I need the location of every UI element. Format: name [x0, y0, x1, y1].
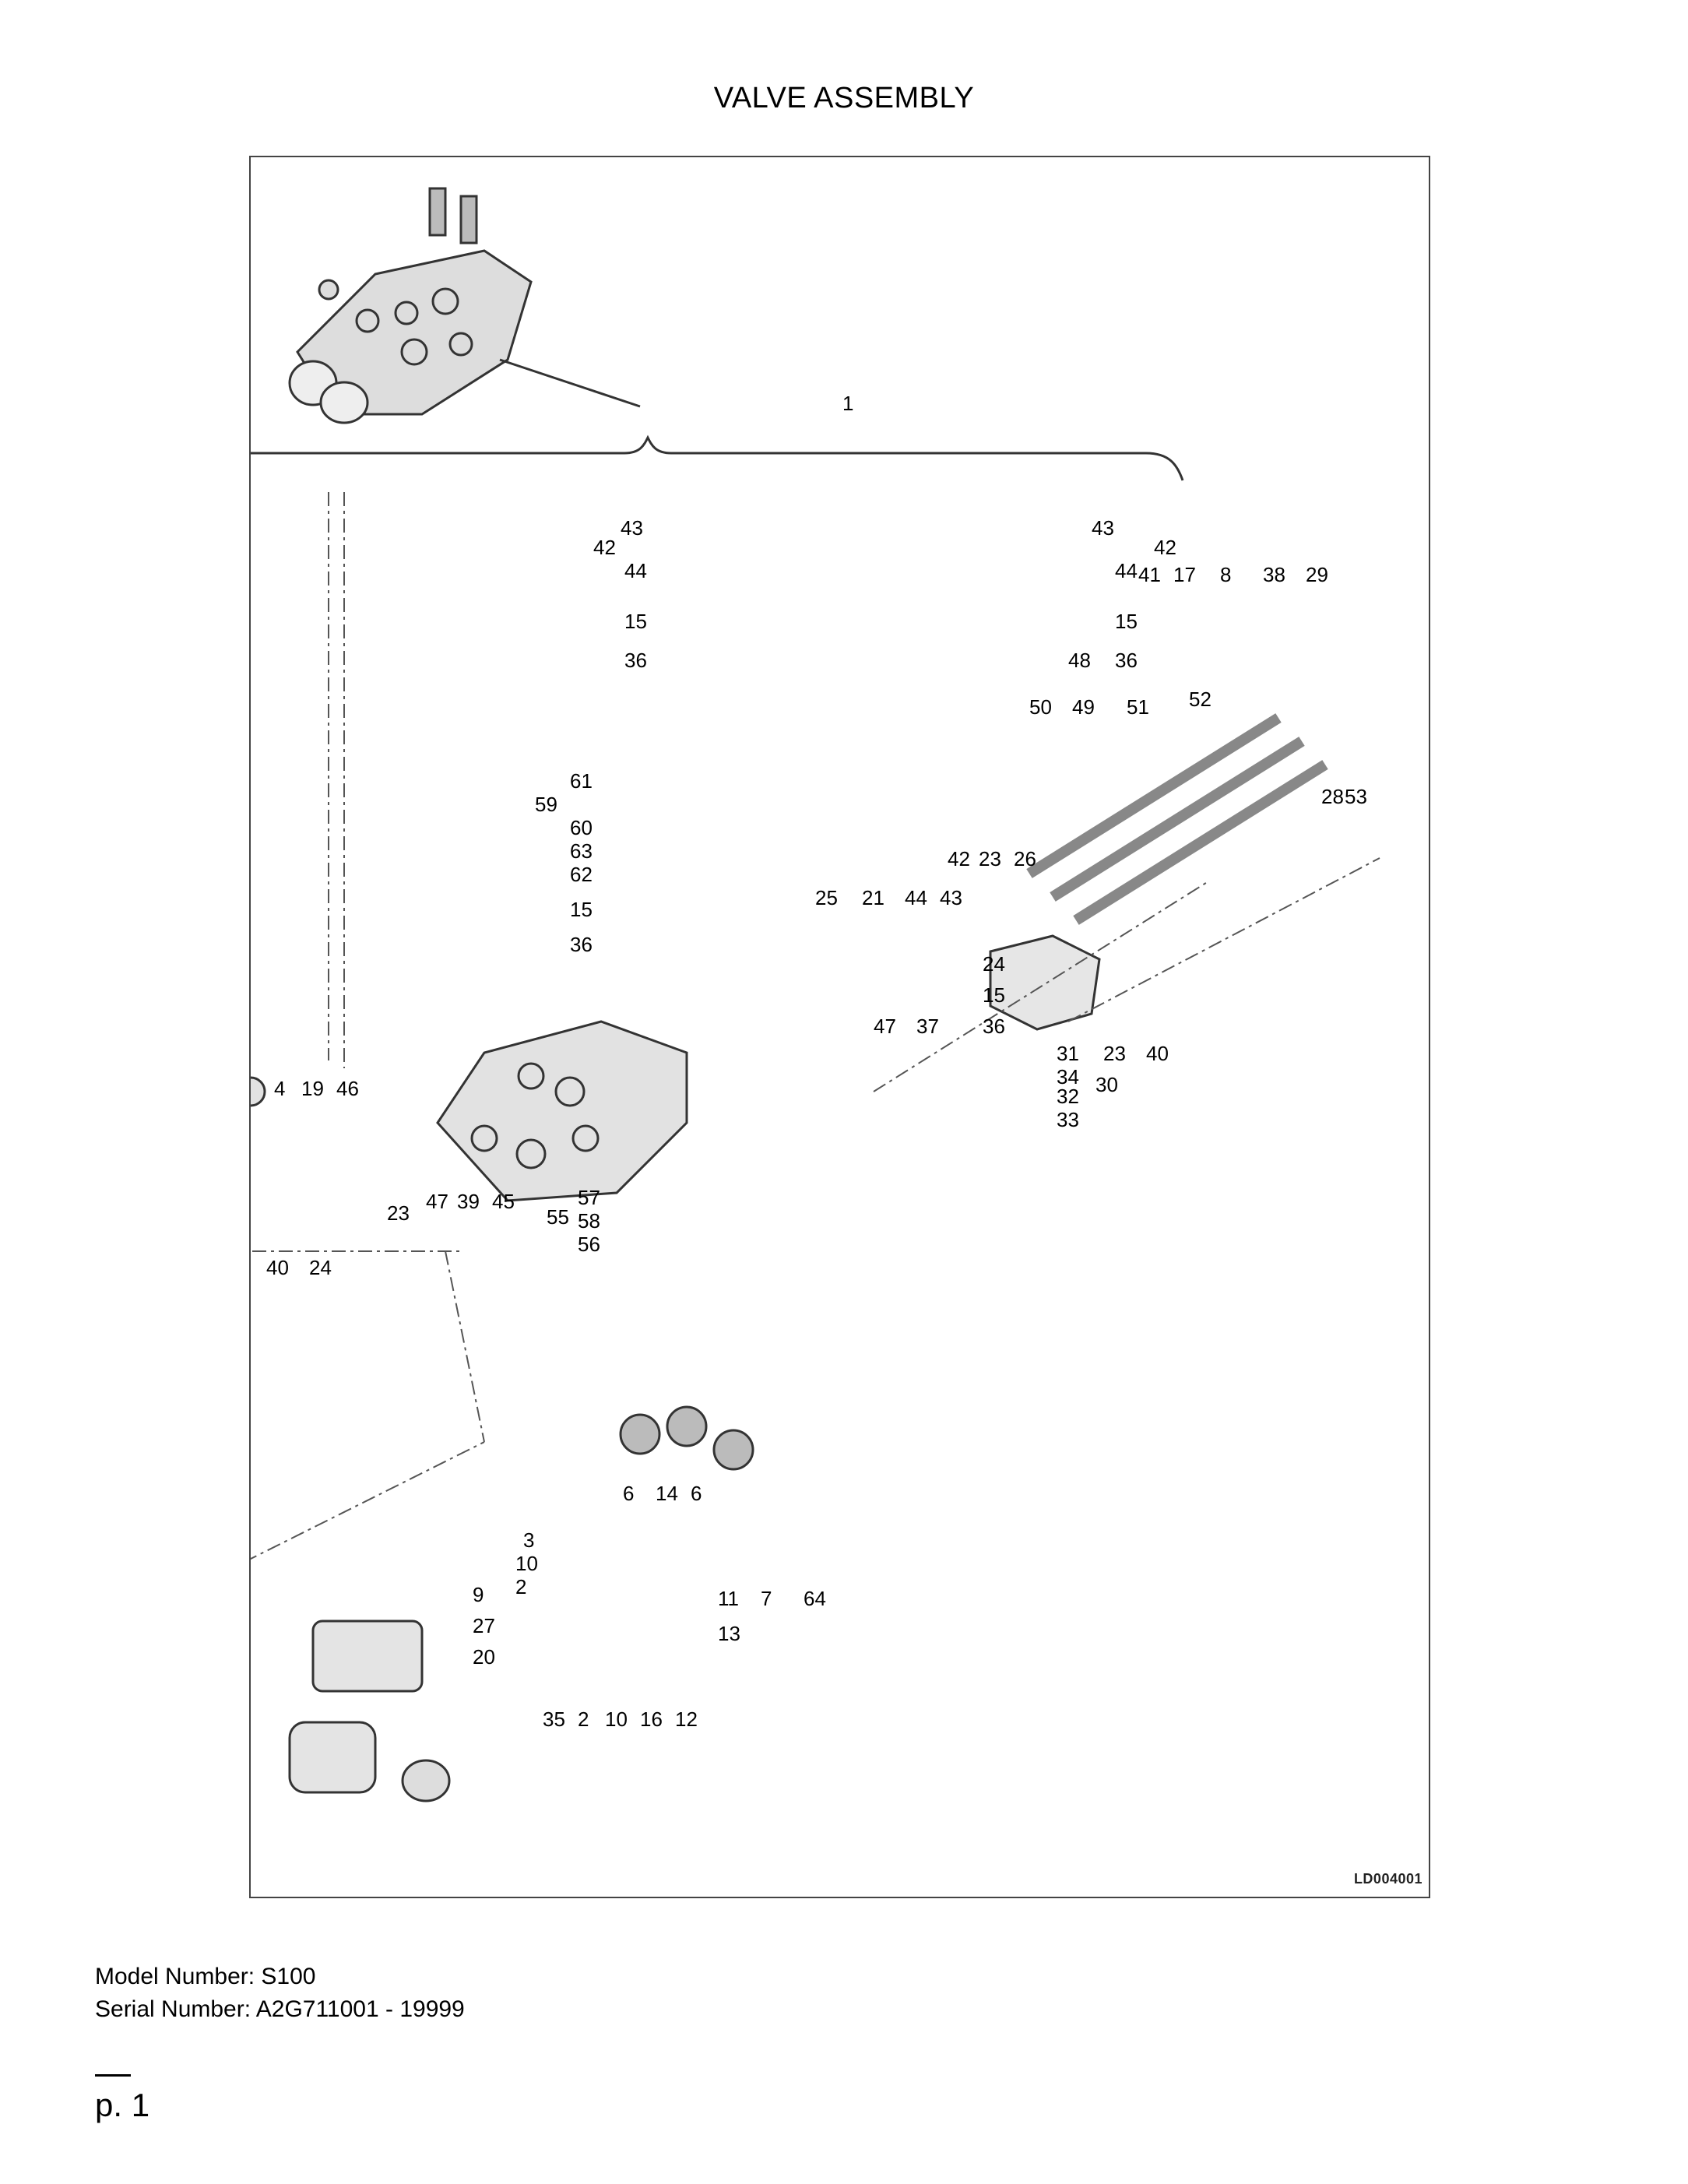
- svg-text:21: 21: [862, 886, 884, 909]
- svg-text:64: 64: [804, 1587, 826, 1610]
- svg-text:36: 36: [983, 1015, 1005, 1038]
- svg-text:19: 19: [301, 1077, 324, 1100]
- svg-text:12: 12: [675, 1707, 698, 1731]
- serial-number: Serial Number: A2G711001 - 19999: [95, 1996, 465, 2022]
- svg-text:39: 39: [457, 1190, 480, 1213]
- svg-text:24: 24: [983, 952, 1005, 976]
- svg-text:9: 9: [473, 1583, 484, 1606]
- svg-text:32: 32: [1057, 1085, 1079, 1108]
- svg-text:40: 40: [266, 1256, 289, 1279]
- svg-text:60: 60: [570, 816, 593, 839]
- svg-text:17: 17: [1173, 563, 1196, 586]
- svg-text:36: 36: [1115, 649, 1138, 672]
- svg-text:36: 36: [624, 649, 647, 672]
- svg-text:1: 1: [842, 392, 853, 415]
- svg-text:46: 46: [336, 1077, 359, 1100]
- svg-text:15: 15: [983, 983, 1005, 1007]
- svg-text:14: 14: [656, 1482, 678, 1505]
- svg-text:20: 20: [473, 1645, 495, 1669]
- svg-text:47: 47: [874, 1015, 896, 1038]
- svg-text:43: 43: [940, 886, 962, 909]
- svg-text:25: 25: [815, 886, 838, 909]
- svg-text:42: 42: [1154, 536, 1176, 559]
- svg-text:3: 3: [523, 1528, 534, 1552]
- svg-text:40: 40: [1146, 1042, 1169, 1065]
- svg-text:62: 62: [570, 863, 593, 886]
- page-number: p. 1: [95, 2087, 150, 2123]
- svg-text:35: 35: [543, 1707, 565, 1731]
- svg-text:43: 43: [621, 516, 643, 540]
- valve-body-illustration: [251, 1020, 688, 1202]
- svg-text:24: 24: [309, 1256, 332, 1279]
- svg-text:55: 55: [547, 1205, 569, 1229]
- svg-text:57: 57: [578, 1186, 600, 1209]
- svg-text:11: 11: [718, 1587, 739, 1610]
- model-number: Model Number: S100: [95, 1964, 316, 1989]
- svg-text:15: 15: [1115, 610, 1138, 633]
- svg-text:63: 63: [570, 839, 593, 863]
- svg-text:13: 13: [718, 1622, 740, 1645]
- svg-text:30: 30: [1095, 1073, 1118, 1096]
- svg-text:38: 38: [1263, 563, 1285, 586]
- svg-text:26: 26: [1014, 847, 1036, 870]
- svg-text:42: 42: [593, 536, 616, 559]
- svg-text:10: 10: [515, 1552, 538, 1575]
- svg-text:28: 28: [1321, 785, 1344, 808]
- svg-text:15: 15: [570, 898, 593, 921]
- page-title: VALVE ASSEMBLY: [713, 82, 975, 114]
- svg-text:34: 34: [1057, 1065, 1079, 1088]
- svg-text:42: 42: [948, 847, 970, 870]
- model-info: Model Number: S100 Serial Number: A2G711…: [95, 1961, 465, 2026]
- svg-text:41: 41: [1138, 563, 1161, 586]
- svg-text:47: 47: [426, 1190, 448, 1213]
- svg-text:43: 43: [1092, 516, 1114, 540]
- svg-text:49: 49: [1072, 695, 1095, 719]
- svg-text:7: 7: [761, 1587, 772, 1610]
- svg-text:29: 29: [1306, 563, 1328, 586]
- page-divider: [95, 2074, 131, 2077]
- svg-text:36: 36: [570, 933, 593, 956]
- svg-text:53: 53: [1345, 785, 1367, 808]
- svg-text:23: 23: [979, 847, 1001, 870]
- svg-text:4: 4: [274, 1077, 285, 1100]
- assembled-valve-illustration: [288, 187, 533, 424]
- svg-text:37: 37: [916, 1015, 939, 1038]
- svg-text:44: 44: [905, 886, 927, 909]
- svg-text:10: 10: [605, 1707, 628, 1731]
- svg-text:44: 44: [624, 559, 647, 582]
- svg-text:51: 51: [1127, 695, 1149, 719]
- svg-text:52: 52: [1189, 688, 1211, 711]
- svg-text:50: 50: [1029, 695, 1052, 719]
- drawing-code: LD004001: [1353, 1871, 1422, 1887]
- svg-text:44: 44: [1115, 559, 1138, 582]
- svg-text:2: 2: [578, 1707, 589, 1731]
- svg-text:58: 58: [578, 1209, 600, 1233]
- svg-text:23: 23: [387, 1201, 410, 1225]
- svg-text:6: 6: [691, 1482, 702, 1505]
- svg-text:33: 33: [1057, 1108, 1079, 1131]
- svg-text:56: 56: [578, 1233, 600, 1256]
- svg-text:8: 8: [1220, 563, 1231, 586]
- svg-text:31: 31: [1057, 1042, 1079, 1065]
- svg-text:15: 15: [624, 610, 647, 633]
- svg-text:48: 48: [1068, 649, 1091, 672]
- svg-text:6: 6: [623, 1482, 634, 1505]
- svg-text:27: 27: [473, 1614, 495, 1637]
- svg-text:45: 45: [492, 1190, 515, 1213]
- svg-text:23: 23: [1103, 1042, 1126, 1065]
- svg-text:16: 16: [640, 1707, 663, 1731]
- svg-text:2: 2: [515, 1575, 526, 1598]
- svg-text:59: 59: [535, 793, 557, 816]
- svg-text:61: 61: [570, 769, 593, 793]
